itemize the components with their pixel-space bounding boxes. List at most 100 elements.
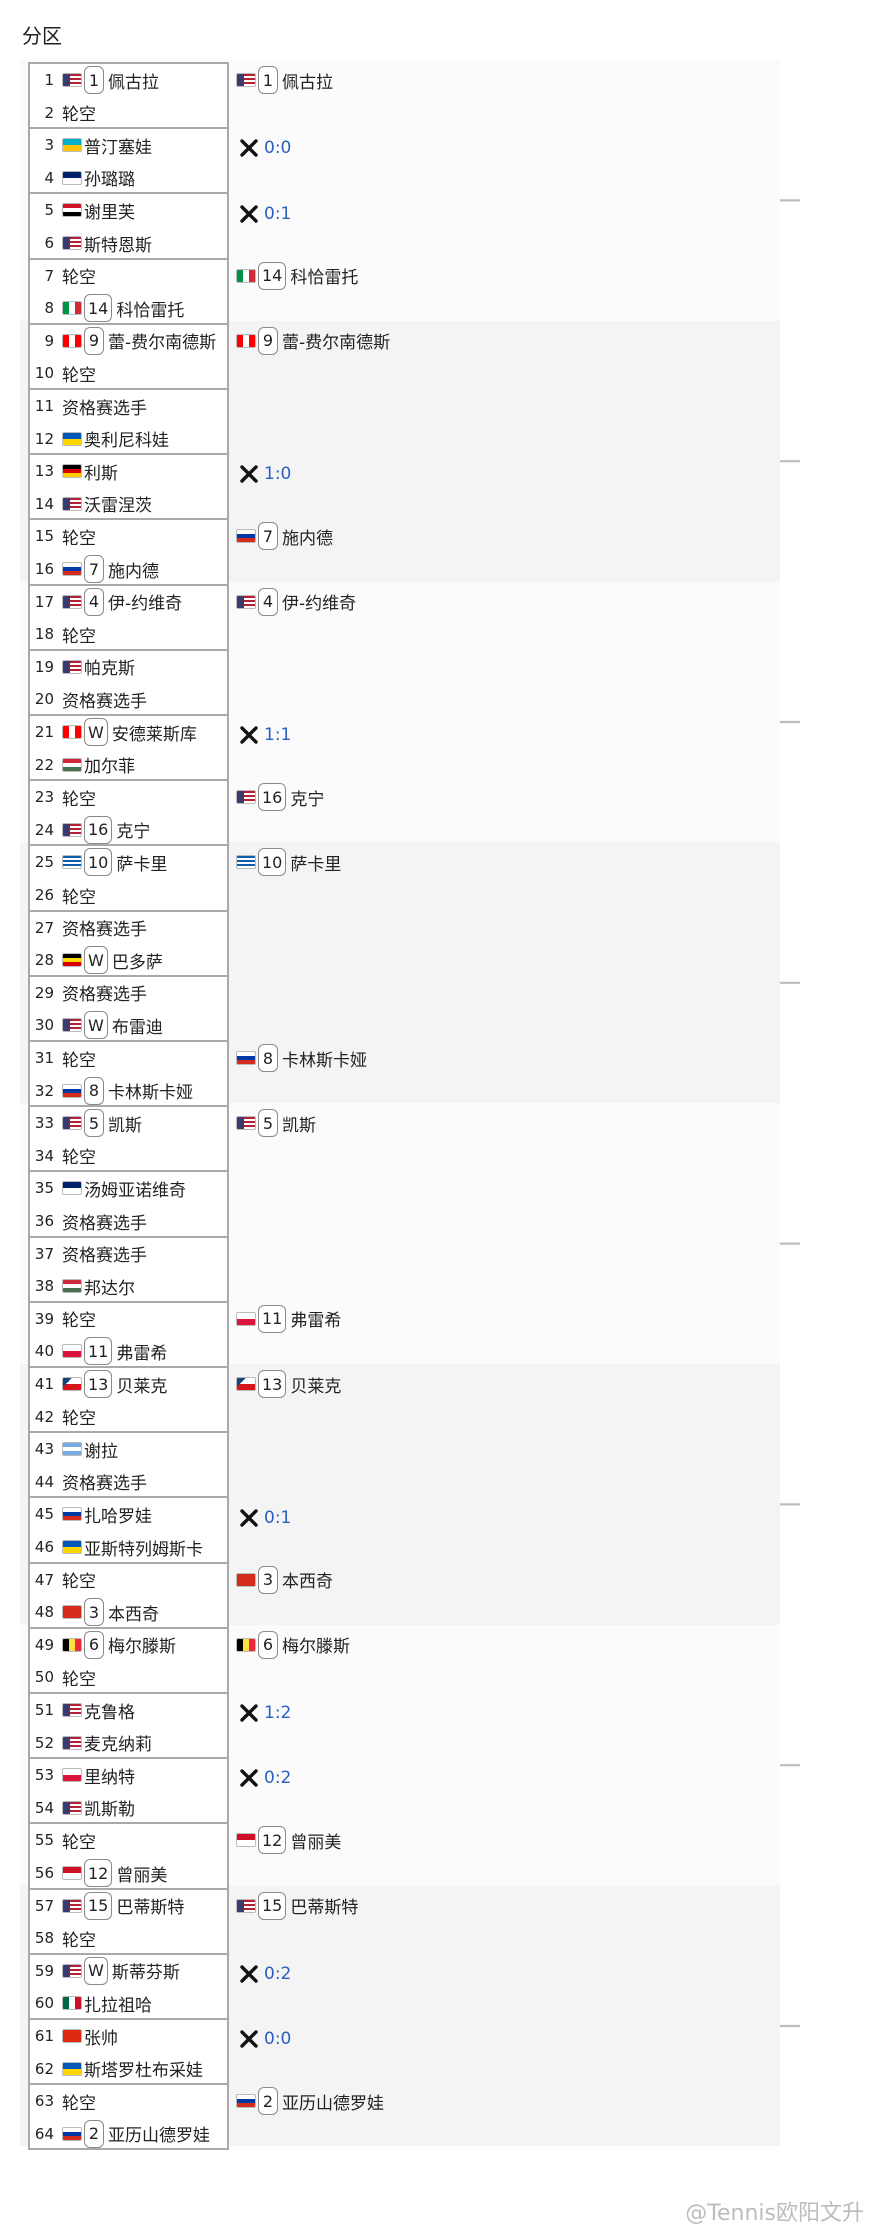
round2-score[interactable]: 0:1	[236, 1502, 291, 1534]
player-name[interactable]: 轮空	[62, 1143, 96, 1168]
player-name[interactable]: 利斯	[84, 459, 118, 484]
player-name[interactable]: 萨卡里	[290, 850, 341, 875]
player-name[interactable]: 孙璐璐	[84, 165, 135, 190]
player-name[interactable]: 弗雷希	[290, 1306, 341, 1331]
player-name[interactable]: 奥利尼科娃	[84, 426, 169, 451]
player-name[interactable]: 张帅	[84, 2024, 118, 2049]
player-name[interactable]: 凯斯	[108, 1111, 142, 1136]
player-name[interactable]: 汤姆亚诺维奇	[84, 1176, 186, 1201]
player-name[interactable]: 巴蒂斯特	[116, 1893, 184, 1918]
player-name[interactable]: 麦克纳莉	[84, 1730, 152, 1755]
player-name[interactable]: 贝莱克	[290, 1372, 341, 1397]
player-name[interactable]: 资格赛选手	[62, 1241, 147, 1266]
player-name[interactable]: 轮空	[62, 622, 96, 647]
player-name[interactable]: 本西奇	[108, 1600, 159, 1625]
player-name[interactable]: 轮空	[62, 1567, 96, 1592]
player-name[interactable]: 资格赛选手	[62, 687, 147, 712]
player-name[interactable]: 本西奇	[282, 1567, 333, 1592]
player-name[interactable]: 轮空	[62, 524, 96, 549]
player-name[interactable]: 斯塔罗杜布采娃	[84, 2056, 203, 2081]
player-name[interactable]: 佩古拉	[108, 68, 159, 93]
player-name[interactable]: 科恰雷托	[290, 263, 358, 288]
player-name[interactable]: 扎哈罗娃	[84, 1502, 152, 1527]
player-name[interactable]: 蕾-费尔南德斯	[282, 328, 390, 353]
player-name[interactable]: 轮空	[62, 1926, 96, 1951]
round2-score[interactable]: 1:0	[236, 458, 291, 490]
player-name[interactable]: 伊-约维奇	[108, 589, 182, 614]
player-name[interactable]: 扎拉祖哈	[84, 1991, 152, 2016]
player-name[interactable]: 曾丽美	[116, 1861, 167, 1886]
player-name[interactable]: 佩古拉	[282, 68, 333, 93]
player-name[interactable]: 曾丽美	[290, 1828, 341, 1853]
player-name[interactable]: 资格赛选手	[62, 915, 147, 940]
round2-score[interactable]: 0:2	[236, 1762, 291, 1794]
player-name[interactable]: 克鲁格	[84, 1698, 135, 1723]
player-name[interactable]: 克宁	[290, 785, 324, 810]
player-name[interactable]: 轮空	[62, 361, 96, 386]
player-name[interactable]: 凯斯	[282, 1111, 316, 1136]
player-name[interactable]: 卡林斯卡娅	[108, 1078, 193, 1103]
player-name[interactable]: 梅尔滕斯	[108, 1632, 176, 1657]
player-name[interactable]: 施内德	[282, 524, 333, 549]
round2-score[interactable]: 0:1	[236, 198, 291, 230]
round2-score[interactable]: 0:0	[236, 2023, 291, 2055]
player-name[interactable]: 轮空	[62, 2089, 96, 2114]
player-name[interactable]: 资格赛选手	[62, 394, 147, 419]
player-name[interactable]: 轮空	[62, 263, 96, 288]
player-name[interactable]: 弗雷希	[116, 1339, 167, 1364]
player-name[interactable]: 资格赛选手	[62, 1209, 147, 1234]
player-name[interactable]: 普汀塞娃	[84, 133, 152, 158]
player-name[interactable]: 施内德	[108, 557, 159, 582]
player-name[interactable]: 蕾-费尔南德斯	[108, 328, 216, 353]
player-name[interactable]: 轮空	[62, 785, 96, 810]
player-name[interactable]: 邦达尔	[84, 1274, 135, 1299]
player-name[interactable]: 亚历山德罗娃	[108, 2121, 210, 2146]
player-name[interactable]: 资格赛选手	[62, 1469, 147, 1494]
